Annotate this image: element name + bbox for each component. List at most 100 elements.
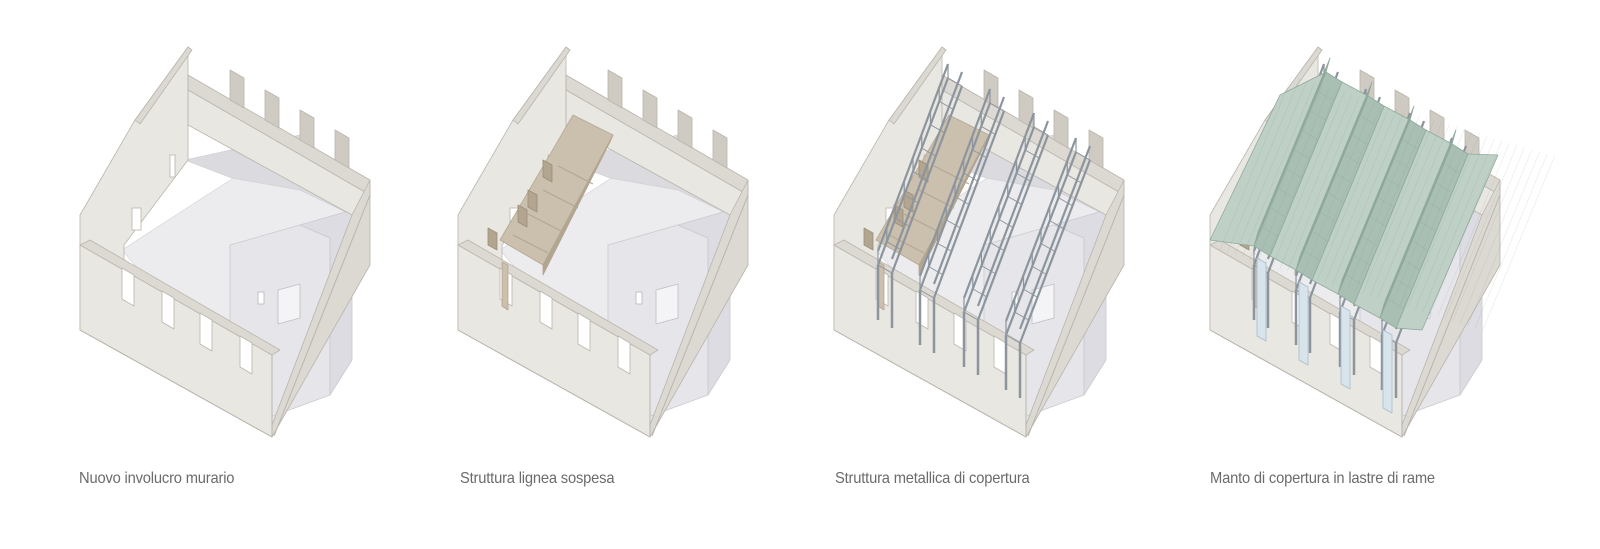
- ridge-seam-8: [1359, 115, 1377, 126]
- front-crenel-4: [617, 335, 631, 375]
- ridge-seam-5: [1335, 173, 1353, 184]
- timber-joist-2: [903, 213, 940, 233]
- truss-rung-8: [1033, 126, 1049, 136]
- panels-layer: [79, 46, 1555, 438]
- ridge-seam-3: [1277, 187, 1295, 199]
- roof-texture-line-35: [1482, 156, 1555, 331]
- inner-tower-window: [655, 283, 679, 325]
- steel-roof-structure: [876, 63, 1092, 398]
- truss-rung-0: [963, 311, 979, 321]
- ridge-seam-1: [1345, 274, 1363, 285]
- truss-rung-0: [919, 289, 935, 299]
- truss-rung-2: [981, 265, 996, 275]
- roof-texture-line-33: [1467, 151, 1540, 326]
- truss-rung-7: [939, 100, 954, 110]
- ridge-seam-3: [1319, 211, 1337, 223]
- caption-panel-3: Struttura metallica di copertura: [835, 470, 1030, 487]
- truss-rung-4: [998, 219, 1014, 228]
- truss-rung-6: [1058, 197, 1073, 207]
- timber-bracket-1: [487, 227, 498, 251]
- timber-joist-3: [918, 189, 955, 209]
- timber-joist-4: [557, 165, 594, 185]
- back-merlon-3: [1053, 109, 1069, 149]
- inner-window-small: [635, 291, 643, 305]
- truss-rung-2: [937, 242, 952, 252]
- copper-roof: [1209, 57, 1555, 414]
- truss-rung-8: [989, 102, 1005, 112]
- timber-joist-1: [512, 234, 549, 254]
- ridge-seam-2: [1353, 255, 1371, 266]
- timber-bracket-2: [517, 204, 528, 228]
- truss-rung-3: [904, 194, 919, 204]
- ridge-seam-7: [1435, 182, 1453, 193]
- ridge-seam-7: [1351, 134, 1369, 145]
- timber-bracket-4: [542, 159, 553, 183]
- ridge-seam-6: [1427, 201, 1445, 213]
- roof-texture-line-27: [1422, 138, 1495, 313]
- front-crenel-2: [161, 290, 175, 330]
- ridge-seam-5: [1293, 149, 1311, 160]
- ridge-seam-7: [1393, 158, 1411, 169]
- roof-texture-line-25: [1407, 133, 1480, 308]
- ridge-seam-4: [1411, 240, 1429, 251]
- roof-texture-line-5: [1257, 87, 1330, 262]
- front-crenel-3: [577, 312, 591, 352]
- inner-window-small: [257, 291, 265, 305]
- front-crenel-4: [993, 335, 1007, 375]
- back-merlon-1: [607, 69, 623, 109]
- roof-texture-line-7: [1272, 92, 1345, 267]
- front-crenel-1: [121, 267, 135, 307]
- glazed-column: [1256, 257, 1267, 342]
- front-wall-base: [79, 329, 273, 438]
- ridge-seam-7: [1309, 110, 1327, 121]
- timber-joist-3: [542, 189, 579, 209]
- panel-3-drawing: [833, 46, 1125, 438]
- front-wall-base: [457, 329, 651, 438]
- truss-rung-4: [912, 171, 928, 180]
- roof-texture-line-3: [1242, 82, 1315, 257]
- steel-truss-3: [962, 112, 1050, 375]
- glazed-column: [1340, 305, 1351, 390]
- panel-4-drawing: [1209, 46, 1555, 438]
- truss-rung-6: [1016, 172, 1031, 182]
- roof-texture-line-15: [1332, 110, 1405, 285]
- timber-joist-1: [888, 234, 925, 254]
- ridge-seam-4: [1327, 192, 1345, 203]
- truss-rung-1: [1014, 311, 1029, 321]
- truss-chord-top-b: [1018, 145, 1092, 330]
- back-merlon-4: [712, 129, 728, 169]
- glazed-column: [1298, 281, 1309, 366]
- gable-window: [131, 207, 142, 231]
- timber-joist-4: [933, 165, 970, 185]
- caption-panel-2: Struttura lignea sospesa: [460, 470, 615, 487]
- steel-truss-2: [918, 88, 1006, 353]
- panel-1-drawing: [79, 46, 371, 438]
- roof-texture-line-21: [1377, 124, 1450, 299]
- truss-rung-7: [1025, 149, 1040, 159]
- roof-texture-line-9: [1287, 96, 1360, 271]
- truss-chord-top-b: [976, 120, 1050, 307]
- truss-rung-0: [1005, 334, 1021, 344]
- timber-structure: [487, 114, 614, 311]
- roof-texture-line-4: [1249, 85, 1323, 260]
- timber-bracket-3: [527, 189, 538, 213]
- truss-rung-3: [946, 219, 961, 229]
- back-merlon-3: [677, 109, 693, 149]
- roof-texture-line-32: [1459, 149, 1533, 324]
- ridge-seam-5: [1377, 197, 1395, 208]
- ridge-seam-4: [1285, 168, 1303, 179]
- masonry-walls: [457, 46, 749, 438]
- roof-texture-line-6: [1264, 89, 1338, 264]
- truss-rung-7: [1067, 174, 1082, 184]
- ridge-seam-2: [1311, 231, 1329, 242]
- masonry-walls: [833, 46, 1125, 438]
- steel-truss-1: [876, 63, 964, 328]
- roof-ridge-4: [1379, 129, 1469, 414]
- gable-top: [512, 46, 571, 125]
- timber-deck-edge: [542, 134, 614, 276]
- truss-rung-2: [1023, 288, 1038, 298]
- roof-texture-line-24: [1399, 131, 1473, 306]
- truss-rung-4: [1040, 243, 1056, 252]
- truss-rung-1: [928, 266, 943, 276]
- roof-texture-line-2: [1234, 80, 1308, 255]
